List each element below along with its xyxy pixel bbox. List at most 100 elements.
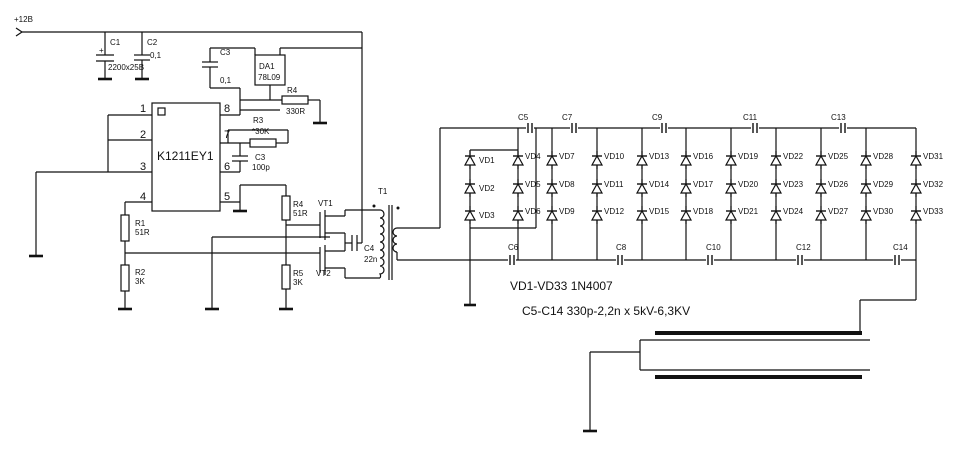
c2-value: 0,1 bbox=[150, 51, 162, 60]
c3b-value: 100p bbox=[252, 163, 270, 172]
resistors-r1-r2: R1 51R R2 3K bbox=[116, 202, 320, 311]
label-vd3: VD3 bbox=[479, 211, 495, 220]
note-capacitors: C5-C14 330p-2,2n x 5kV-6,3KV bbox=[522, 304, 690, 318]
transistor-vt2: VT2 bbox=[316, 245, 346, 278]
pin-6: 6 bbox=[224, 161, 230, 173]
diode-vd13 bbox=[636, 150, 648, 170]
r2-value: 3K bbox=[135, 277, 145, 286]
regulator-da1: DA1 78L09 C3 0,1 R4 330R bbox=[202, 32, 363, 210]
label-vd23: VD23 bbox=[783, 180, 804, 189]
label-vd15: VD15 bbox=[649, 207, 670, 216]
label-c11: C11 bbox=[743, 113, 758, 122]
diode-vd23 bbox=[770, 178, 782, 198]
diode-vd24 bbox=[770, 205, 782, 225]
label-vd6: VD6 bbox=[525, 207, 541, 216]
diode-vd1 bbox=[464, 150, 476, 170]
label-vd12: VD12 bbox=[604, 207, 625, 216]
diode-vd32 bbox=[910, 178, 922, 198]
da1-value: 78L09 bbox=[258, 73, 281, 82]
label-vd14: VD14 bbox=[649, 180, 670, 189]
label-vd21: VD21 bbox=[738, 207, 759, 216]
ic-name: K1211EY1 bbox=[157, 149, 214, 163]
pin-1: 1 bbox=[140, 103, 146, 115]
diode-vd2 bbox=[464, 178, 476, 198]
diode-vd20 bbox=[725, 178, 737, 198]
label-vd26: VD26 bbox=[828, 180, 849, 189]
label-vd18: VD18 bbox=[693, 207, 714, 216]
diode-vd14 bbox=[636, 178, 648, 198]
label-vd9: VD9 bbox=[559, 207, 575, 216]
diode-vd12 bbox=[591, 205, 603, 225]
r5-value: 3K bbox=[293, 278, 303, 287]
label-vd22: VD22 bbox=[783, 152, 804, 161]
label-c10: C10 bbox=[706, 243, 721, 252]
r2-ref: R2 bbox=[135, 268, 146, 277]
diode-vd8 bbox=[546, 178, 558, 198]
supply-label: +12B bbox=[14, 15, 33, 24]
diode-vd22 bbox=[770, 150, 782, 170]
label-c12: C12 bbox=[796, 243, 811, 252]
c3a-value: 0,1 bbox=[220, 76, 232, 85]
r1-ref: R1 bbox=[135, 219, 146, 228]
diode-vd18 bbox=[680, 205, 692, 225]
vt1-ref: VT1 bbox=[318, 199, 333, 208]
label-vd11: VD11 bbox=[604, 180, 624, 189]
label-vd27: VD27 bbox=[828, 207, 849, 216]
gate-network: R4 51R R5 3K bbox=[203, 184, 330, 311]
diode-vd4 bbox=[512, 150, 524, 170]
diode-vd21 bbox=[725, 205, 737, 225]
r3-value: *30K bbox=[252, 127, 270, 136]
r1-value: 51R bbox=[135, 228, 150, 237]
c4-ref: C4 bbox=[364, 244, 375, 253]
diode-vd31 bbox=[910, 150, 922, 170]
r3-ref: R3 bbox=[253, 116, 264, 125]
label-vd20: VD20 bbox=[738, 180, 759, 189]
diode-vd25 bbox=[815, 150, 827, 170]
label-vd13: VD13 bbox=[649, 152, 670, 161]
supply-input: +12B bbox=[14, 15, 362, 37]
c3a-ref: C3 bbox=[220, 48, 231, 57]
c1-ref: C1 bbox=[110, 38, 121, 47]
label-vd19: VD19 bbox=[738, 152, 759, 161]
label-vd29: VD29 bbox=[873, 180, 894, 189]
r4a-value: 330R bbox=[286, 107, 305, 116]
pin-5: 5 bbox=[224, 191, 230, 203]
vt2-ref: VT2 bbox=[316, 269, 331, 278]
diode-vd33 bbox=[910, 205, 922, 225]
ic-k1211ey1: K1211EY1 1 2 3 4 8 7 6 5 R3 *30K C3 100p bbox=[27, 102, 289, 258]
pin-2: 2 bbox=[140, 129, 146, 141]
label-vd32: VD32 bbox=[923, 180, 944, 189]
diode-vd28 bbox=[860, 150, 872, 170]
label-c6: C6 bbox=[508, 243, 519, 252]
capacitor-c1: + C1 2200x25B bbox=[96, 32, 144, 81]
voltage-multiplier: VD1VD2VD3VD4VD5VD6VD7VD8VD9VD10VD11VD12V… bbox=[440, 113, 944, 307]
transformer-t1: T1 bbox=[345, 128, 441, 280]
c2-ref: C2 bbox=[147, 38, 158, 47]
diode-vd16 bbox=[680, 150, 692, 170]
label-vd33: VD33 bbox=[923, 207, 944, 216]
label-vd8: VD8 bbox=[559, 180, 575, 189]
label-vd25: VD25 bbox=[828, 152, 849, 161]
diode-vd27 bbox=[815, 205, 827, 225]
c3b-ref: C3 bbox=[255, 153, 266, 162]
t1-ref: T1 bbox=[378, 187, 388, 196]
diode-vd26 bbox=[815, 178, 827, 198]
label-vd17: VD17 bbox=[693, 180, 714, 189]
label-c14: C14 bbox=[893, 243, 908, 252]
pin-8: 8 bbox=[224, 103, 230, 115]
diode-vd3 bbox=[464, 205, 476, 225]
label-vd10: VD10 bbox=[604, 152, 625, 161]
label-c8: C8 bbox=[616, 243, 627, 252]
label-vd1: VD1 bbox=[479, 156, 495, 165]
label-c5: C5 bbox=[518, 113, 529, 122]
r4b-value: 51R bbox=[293, 209, 308, 218]
capacitor-c4: C4 22n bbox=[344, 233, 377, 264]
label-c9: C9 bbox=[652, 113, 663, 122]
pin-3: 3 bbox=[140, 161, 146, 173]
label-vd16: VD16 bbox=[693, 152, 714, 161]
diode-vd19 bbox=[725, 150, 737, 170]
c4-value: 22n bbox=[364, 255, 377, 264]
r4a-ref: R4 bbox=[287, 86, 298, 95]
label-vd7: VD7 bbox=[559, 152, 575, 161]
